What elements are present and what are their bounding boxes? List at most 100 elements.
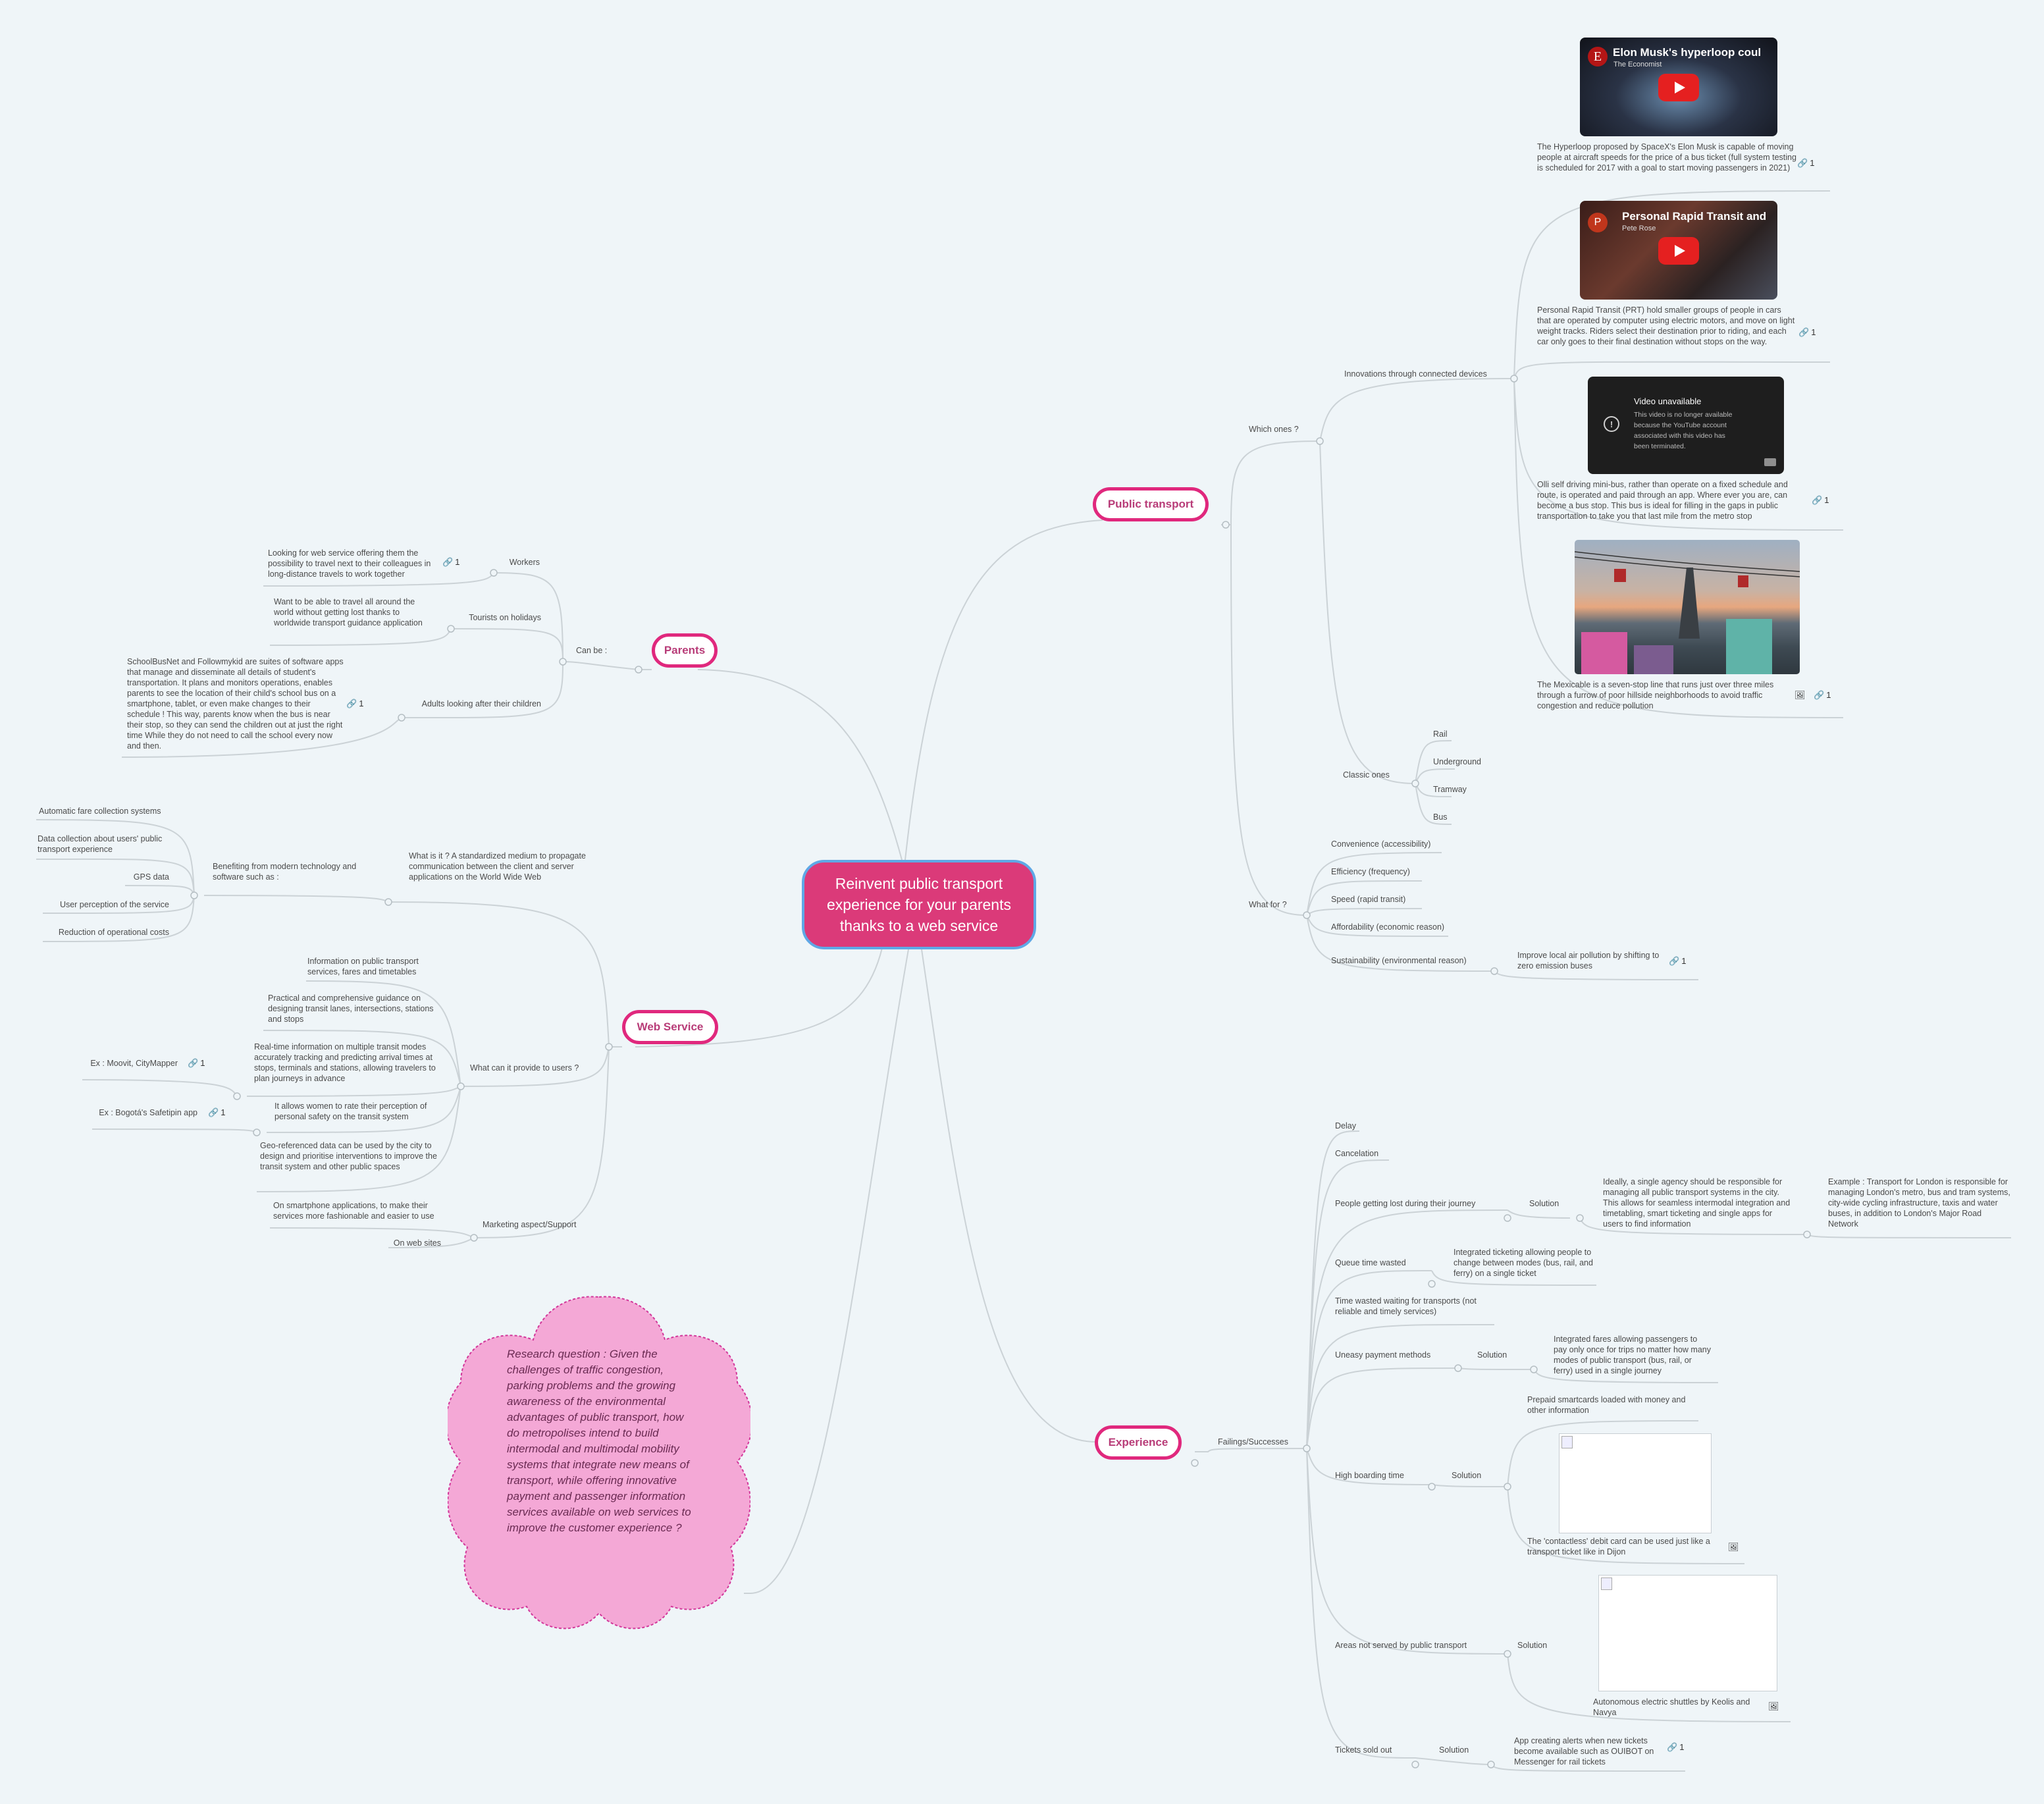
single-agency-label[interactable]: Ideally, a single agency should be respo… (1603, 1177, 1791, 1229)
delay-label[interactable]: Delay (1335, 1121, 1356, 1130)
fare-collection-label[interactable]: Automatic fare collection systems (39, 807, 161, 816)
contactless-card-image[interactable] (1559, 1433, 1712, 1533)
integrated-fares-label[interactable]: Integrated fares allowing passengers to … (1554, 1335, 1712, 1375)
user-perception-label[interactable]: User perception of the service (59, 900, 169, 909)
cable-car-illustration (1575, 551, 1800, 674)
link-badge[interactable]: 🔗1 (1667, 1742, 1685, 1752)
adults-label[interactable]: Adults looking after their children (421, 699, 541, 708)
websites-label[interactable]: On web sites (393, 1238, 441, 1248)
play-icon[interactable] (1658, 237, 1699, 265)
unavailable-video[interactable]: ! Video unavailable This video is no lon… (1588, 377, 1784, 474)
can-be-label[interactable]: Can be : (576, 646, 608, 655)
guidance-label[interactable]: Practical and comprehensive guidance on … (268, 994, 434, 1024)
image-badge[interactable]: 🖼 (1728, 1542, 1739, 1552)
link-badge[interactable]: 🔗1 (1797, 158, 1815, 168)
video-unavailable-body: This video is no longer available becaus… (1634, 411, 1733, 450)
link-badge[interactable]: 🔗1 (1669, 956, 1687, 966)
convenience-label[interactable]: Convenience (accessibility) (1331, 839, 1431, 849)
waiting-time-label[interactable]: Time wasted waiting for transports (not … (1335, 1296, 1477, 1316)
air-pollution-label[interactable]: Improve local air pollution by shifting … (1517, 951, 1660, 970)
image-badge[interactable]: 🖼 (1768, 1701, 1779, 1712)
what-for-label[interactable]: What for ? (1249, 900, 1287, 909)
link-icon: 🔗 (442, 557, 454, 567)
link-icon: 🔗 (1669, 956, 1680, 966)
image-icon: 🖼 (1795, 690, 1806, 700)
what-can-it-provide-label[interactable]: What can it provide to users ? (470, 1063, 579, 1073)
failings-successes-label[interactable]: Failings/Successes (1218, 1437, 1288, 1446)
information-label[interactable]: Information on public transport services… (307, 957, 419, 976)
people-lost-label[interactable]: People getting lost during their journey (1335, 1199, 1476, 1208)
link-icon: 🔗 (1814, 690, 1825, 700)
what-is-it-label[interactable]: What is it ? A standardized medium to pr… (409, 851, 586, 882)
women-safety-label[interactable]: It allows women to rate their perception… (275, 1101, 427, 1121)
link-badge[interactable]: 🔗1 (208, 1107, 226, 1117)
link-badge[interactable]: 🔗1 (188, 1058, 205, 1068)
tickets-sold-out-label[interactable]: Tickets sold out (1335, 1745, 1392, 1755)
workers-label[interactable]: Workers (509, 558, 540, 567)
speed-label[interactable]: Speed (rapid transit) (1331, 895, 1406, 904)
boarding-time-label[interactable]: High boarding time (1335, 1471, 1404, 1480)
topic-public-transport[interactable]: Public transport (1093, 487, 1209, 521)
bus-label[interactable]: Bus (1433, 812, 1448, 822)
mexicable-description: The Mexicable is a seven-stop line that … (1537, 680, 1774, 710)
image-badge[interactable]: 🖼 (1795, 690, 1806, 701)
solution-label[interactable]: Solution (1529, 1199, 1559, 1208)
alerts-app-label[interactable]: App creating alerts when new tickets bec… (1514, 1736, 1654, 1766)
marketing-label[interactable]: Marketing aspect/Support (483, 1220, 577, 1229)
tramway-label[interactable]: Tramway (1433, 785, 1467, 794)
mexicable-photo[interactable] (1575, 540, 1800, 674)
benefiting-label[interactable]: Benefiting from modern technology and so… (213, 862, 357, 882)
tourists-text: Want to be able to travel all around the… (274, 597, 423, 627)
link-badge[interactable]: 🔗1 (1812, 495, 1829, 505)
link-badge[interactable]: 🔗1 (442, 557, 460, 567)
geo-data-label[interactable]: Geo-referenced data can be used by the c… (260, 1141, 437, 1171)
link-badge[interactable]: 🔗1 (1814, 690, 1831, 700)
which-ones-label[interactable]: Which ones ? (1249, 425, 1299, 434)
moovit-label[interactable]: Ex : Moovit, CityMapper (90, 1059, 178, 1068)
gps-data-label[interactable]: GPS data (133, 872, 169, 882)
smartphone-label[interactable]: On smartphone applications, to make thei… (273, 1201, 434, 1221)
safetipin-label[interactable]: Ex : Bogotá's Safetipin app (99, 1108, 197, 1117)
shuttle-image[interactable] (1598, 1575, 1777, 1691)
topic-experience[interactable]: Experience (1095, 1425, 1182, 1460)
contactless-label[interactable]: The 'contactless' debit card can be used… (1527, 1537, 1710, 1556)
areas-not-served-label[interactable]: Areas not served by public transport (1335, 1641, 1467, 1650)
queue-time-label[interactable]: Queue time wasted (1335, 1258, 1406, 1267)
play-icon[interactable] (1658, 74, 1699, 101)
sustainability-label[interactable]: Sustainability (environmental reason) (1331, 956, 1467, 965)
video-channel: The Economist (1613, 61, 1662, 68)
integrated-ticketing-label[interactable]: Integrated ticketing allowing people to … (1454, 1248, 1593, 1278)
research-question-text: Research question : Given the challenges… (507, 1348, 691, 1534)
tfl-example-label[interactable]: Example : Transport for London is respon… (1828, 1177, 2010, 1229)
innovations-label[interactable]: Innovations through connected devices (1344, 369, 1487, 379)
solution-label[interactable]: Solution (1517, 1641, 1548, 1650)
topic-web-service[interactable]: Web Service (622, 1010, 718, 1044)
affordability-label[interactable]: Affordability (economic reason) (1331, 922, 1445, 932)
link-badge[interactable]: 🔗1 (1798, 327, 1816, 337)
link-badge[interactable]: 🔗1 (346, 699, 364, 708)
central-topic[interactable]: Reinvent public transport experience for… (802, 860, 1036, 949)
payment-methods-label[interactable]: Uneasy payment methods (1335, 1350, 1431, 1360)
tourists-label[interactable]: Tourists on holidays (469, 613, 541, 622)
rail-label[interactable]: Rail (1433, 730, 1448, 739)
hyperloop-video-thumbnail[interactable]: E Elon Musk's hyperloop coul The Economi… (1580, 38, 1777, 136)
solution-label[interactable]: Solution (1452, 1471, 1482, 1480)
realtime-label[interactable]: Real-time information on multiple transi… (254, 1042, 436, 1083)
prt-video-thumbnail[interactable]: P Personal Rapid Transit and Pete Rose (1580, 201, 1777, 300)
smartcards-label[interactable]: Prepaid smartcards loaded with money and… (1527, 1395, 1686, 1415)
prt-description: Personal Rapid Transit (PRT) hold smalle… (1537, 305, 1795, 346)
underground-label[interactable]: Underground (1433, 757, 1481, 766)
image-icon: 🖼 (1728, 1542, 1739, 1552)
shuttles-label[interactable]: Autonomous electric shuttles by Keolis a… (1593, 1697, 1750, 1717)
classic-ones-label[interactable]: Classic ones (1343, 770, 1390, 780)
reduction-costs-label[interactable]: Reduction of operational costs (58, 928, 169, 937)
solution-label[interactable]: Solution (1439, 1745, 1469, 1755)
research-question-cloud[interactable] (448, 1290, 750, 1639)
data-collection-label[interactable]: Data collection about users' public tran… (38, 834, 163, 854)
topic-parents[interactable]: Parents (652, 633, 718, 668)
adults-text: SchoolBusNet and Followmykid are suites … (127, 657, 344, 751)
efficiency-label[interactable]: Efficiency (frequency) (1331, 867, 1410, 876)
cancelation-label[interactable]: Cancelation (1335, 1149, 1379, 1158)
solution-label[interactable]: Solution (1477, 1350, 1507, 1360)
